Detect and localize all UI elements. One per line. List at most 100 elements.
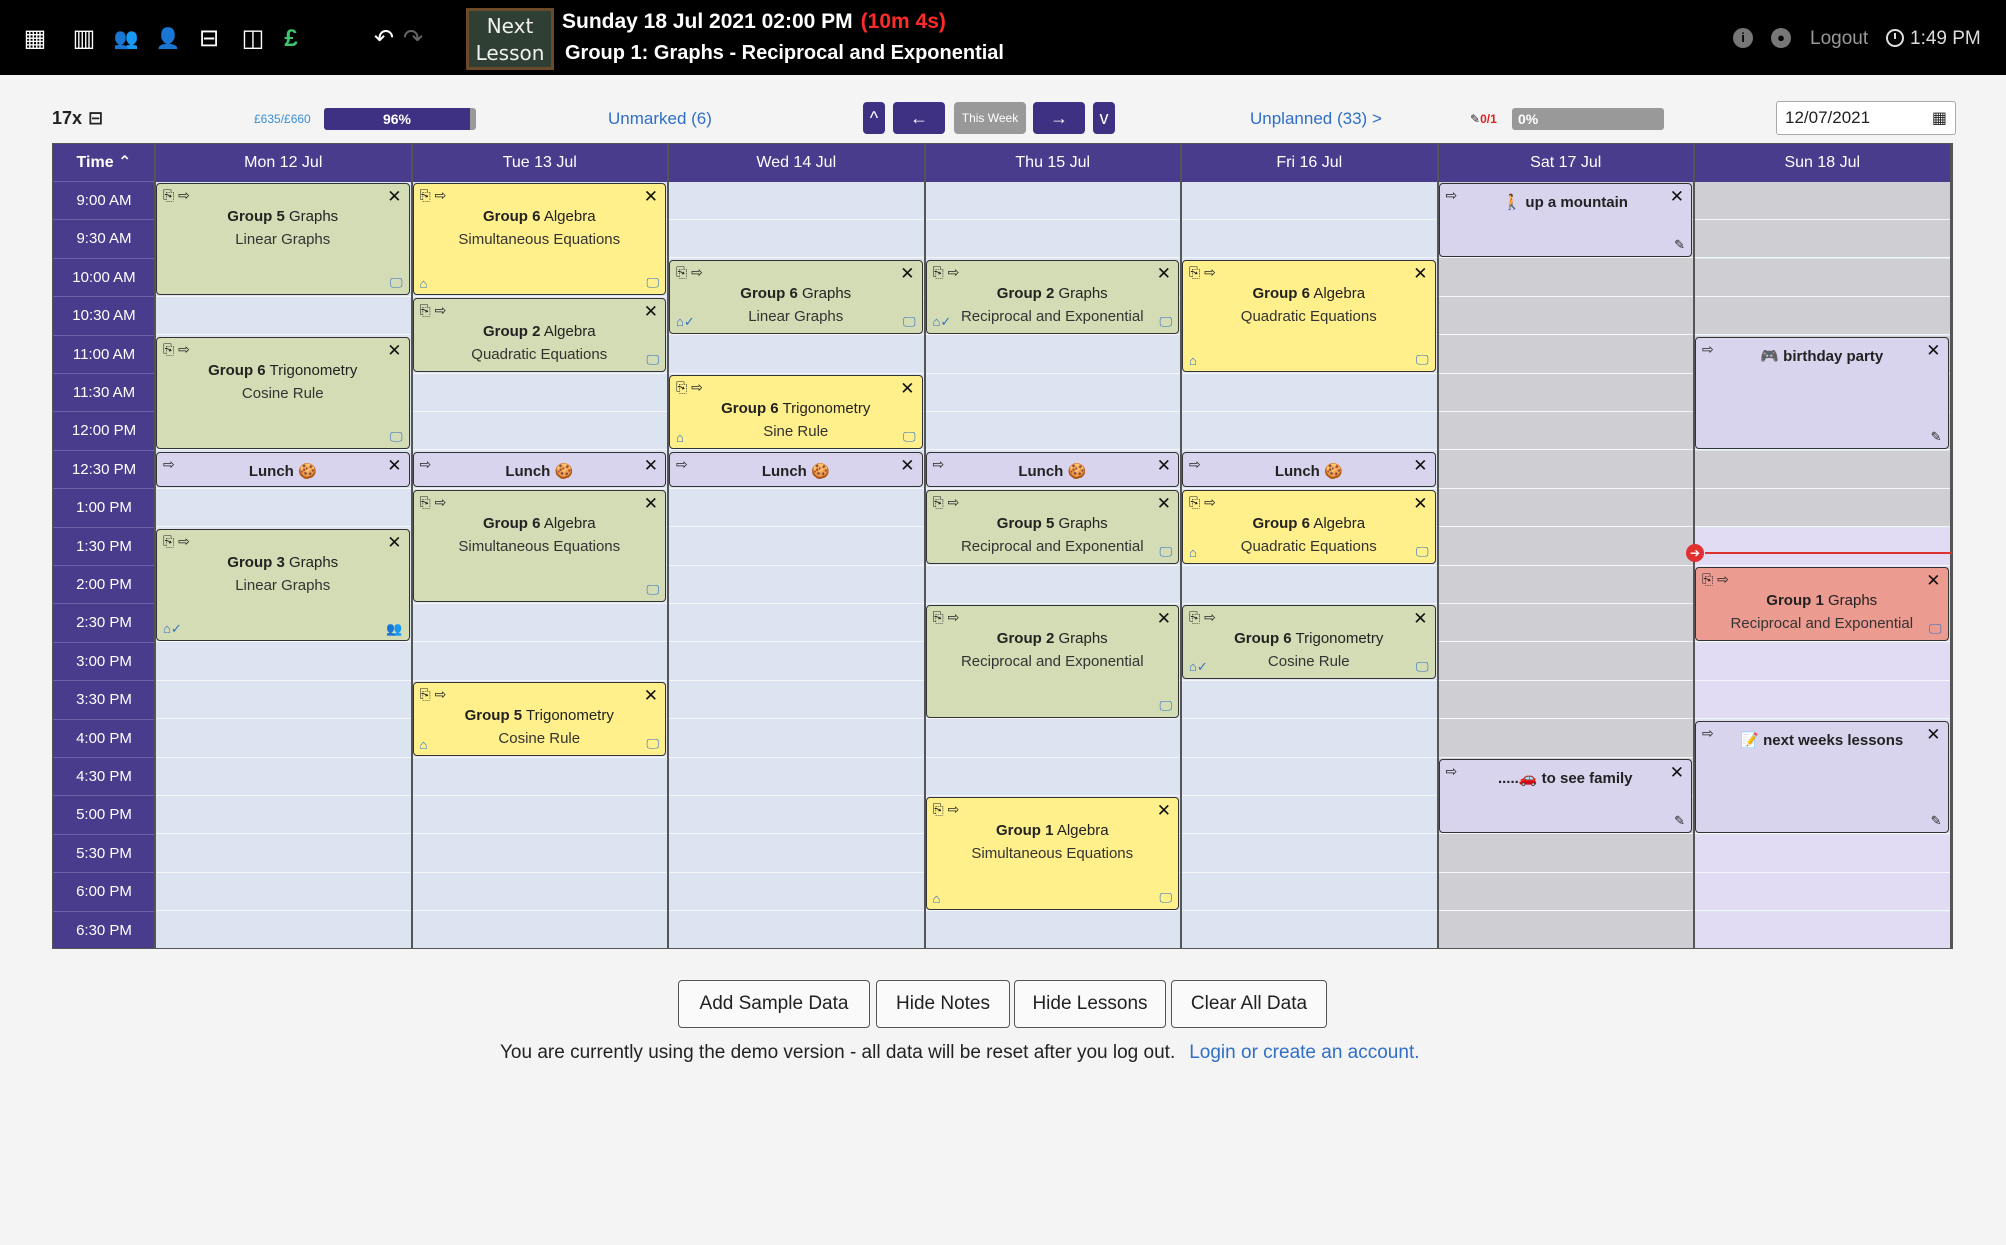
copy-move-icons[interactable]: ⎘ ⇨ xyxy=(932,801,960,818)
time-slot[interactable] xyxy=(411,604,668,643)
time-slot[interactable] xyxy=(1181,374,1438,412)
note-event[interactable]: ⇨✕.....🚗 to see family✎ xyxy=(1438,759,1692,833)
time-slot[interactable] xyxy=(1694,834,1951,873)
time-slot[interactable] xyxy=(668,912,925,948)
time-slot[interactable] xyxy=(1181,182,1438,220)
copy-move-icons[interactable]: ⎘ ⇨ xyxy=(1189,494,1216,511)
close-icon[interactable]: ✕ xyxy=(1413,263,1428,283)
close-icon[interactable]: ✕ xyxy=(1156,801,1171,821)
time-slot[interactable] xyxy=(924,720,1181,758)
time-slot[interactable] xyxy=(411,720,668,758)
copy-move-icons[interactable]: ⎘ ⇨ xyxy=(163,187,190,203)
week-date-input[interactable]: 12/07/2021▦ xyxy=(1776,101,1956,135)
time-column-header[interactable]: Time ⌃ xyxy=(53,144,155,182)
copy-move-icons[interactable]: ⎘ ⇨ xyxy=(419,302,447,319)
time-slot[interactable] xyxy=(155,451,412,489)
close-icon[interactable]: ✕ xyxy=(1926,724,1941,744)
info-icon[interactable]: i xyxy=(1733,28,1753,48)
login-link[interactable]: Login or create an account. xyxy=(1189,1042,1420,1063)
close-icon[interactable]: ✕ xyxy=(643,455,658,475)
time-slot[interactable] xyxy=(1437,835,1694,873)
this-week-button[interactable]: This Week xyxy=(954,102,1026,134)
close-icon[interactable]: ✕ xyxy=(1413,609,1428,629)
time-slot[interactable] xyxy=(411,451,668,489)
time-slot[interactable] xyxy=(1181,873,1438,912)
copy-move-icons[interactable]: ⎘ ⇨ xyxy=(676,379,703,395)
time-slot[interactable] xyxy=(155,912,412,948)
time-slot[interactable] xyxy=(668,489,925,528)
scroll-up-button[interactable]: ^ xyxy=(863,102,885,134)
copy-move-icons[interactable]: ⇨ xyxy=(163,455,175,472)
time-slot[interactable] xyxy=(411,374,668,412)
copy-move-icons[interactable]: ⇨ xyxy=(1702,724,1714,741)
time-slot[interactable] xyxy=(1181,758,1438,796)
copy-move-icons[interactable]: ⎘ ⇨ xyxy=(1189,263,1216,280)
note-event[interactable]: ⇨✕🚶 up a mountain✎ xyxy=(1438,183,1692,257)
time-slot[interactable] xyxy=(1437,796,1694,835)
time-slot[interactable] xyxy=(1437,489,1694,528)
time-slot[interactable] xyxy=(1437,873,1694,912)
time-slot[interactable] xyxy=(668,336,925,374)
time-slot[interactable] xyxy=(1437,643,1694,681)
close-icon[interactable]: ✕ xyxy=(387,187,402,206)
time-slot[interactable] xyxy=(155,681,412,720)
time-slot[interactable] xyxy=(1181,528,1438,566)
time-slot[interactable] xyxy=(1437,681,1694,720)
time-slot[interactable] xyxy=(1694,182,1951,220)
scroll-down-button[interactable]: v xyxy=(1093,102,1115,134)
time-slot[interactable] xyxy=(155,412,412,451)
pencil-icon[interactable]: ✎ xyxy=(1930,428,1942,444)
time-slot[interactable] xyxy=(668,220,925,259)
note-event[interactable]: ⇨✕Lunch 🍪 xyxy=(412,451,666,488)
chevron-up-icon[interactable]: ⌃ xyxy=(113,154,132,171)
time-slot[interactable] xyxy=(411,758,668,796)
time-slot[interactable] xyxy=(411,835,668,873)
time-slot[interactable] xyxy=(668,720,925,758)
time-slot[interactable] xyxy=(1437,566,1694,604)
time-slot[interactable] xyxy=(411,873,668,912)
note-event[interactable]: ⇨✕Lunch 🍪 xyxy=(669,451,923,488)
close-icon[interactable]: ✕ xyxy=(900,263,915,283)
time-slot[interactable] xyxy=(1181,451,1438,489)
time-slot[interactable] xyxy=(411,796,668,835)
time-slot[interactable] xyxy=(924,182,1181,220)
time-slot[interactable] xyxy=(1694,527,1951,566)
time-slot[interactable] xyxy=(925,912,1182,948)
pencil-icon[interactable]: ✎ xyxy=(1674,812,1685,828)
previous-week-button[interactable]: ← xyxy=(893,102,945,134)
close-icon[interactable]: ✕ xyxy=(1669,763,1684,782)
copy-move-icons[interactable]: ⎘ ⇨ xyxy=(1189,609,1216,626)
time-slot[interactable] xyxy=(924,681,1181,720)
time-slot[interactable] xyxy=(924,758,1181,796)
clear-all-data-button[interactable]: Clear All Data xyxy=(1171,980,1327,1028)
copy-move-icons[interactable]: ⇨ xyxy=(1702,340,1714,357)
time-slot[interactable] xyxy=(668,297,925,336)
logout-link[interactable]: Logout xyxy=(1810,28,1869,49)
close-icon[interactable]: ✕ xyxy=(387,455,402,475)
hide-lessons-button[interactable]: Hide Lessons xyxy=(1014,980,1166,1028)
time-slot[interactable] xyxy=(1181,643,1438,681)
time-slot[interactable] xyxy=(1181,796,1438,835)
time-slot[interactable] xyxy=(1437,220,1694,259)
undo-icon[interactable]: ↶ xyxy=(373,25,395,52)
time-slot[interactable] xyxy=(1181,412,1438,451)
user-icon[interactable]: 👤 xyxy=(155,28,181,50)
note-event[interactable]: ⇨✕🎮 birthday party✎ xyxy=(1695,336,1949,449)
time-slot[interactable] xyxy=(155,643,412,681)
copy-move-icons[interactable]: ⎘ ⇨ xyxy=(676,263,703,280)
close-icon[interactable]: ✕ xyxy=(1926,571,1941,590)
time-slot[interactable] xyxy=(1181,336,1438,374)
time-slot[interactable] xyxy=(1694,911,1951,948)
close-icon[interactable]: ✕ xyxy=(1156,609,1171,629)
account-icon[interactable]: ● xyxy=(1771,28,1791,48)
building-icon[interactable]: ▥ xyxy=(72,25,96,52)
note-event[interactable]: ⇨✕📝 next weeks lessons✎ xyxy=(1695,720,1949,833)
close-icon[interactable]: ✕ xyxy=(387,532,402,552)
time-slot[interactable] xyxy=(1694,450,1951,489)
